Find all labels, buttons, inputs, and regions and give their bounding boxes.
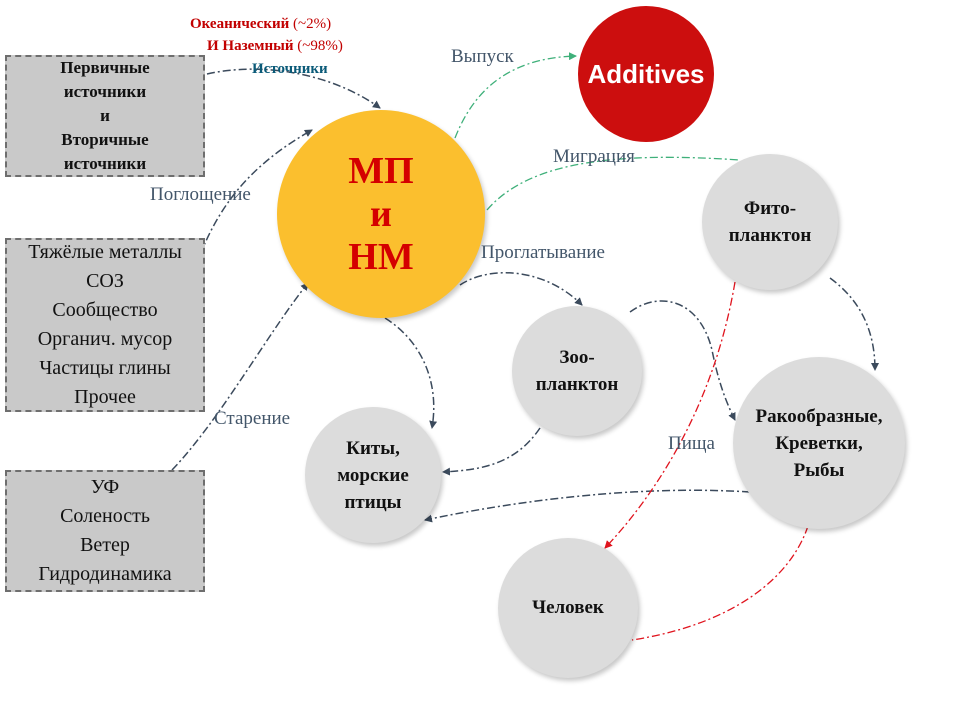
sources-line: и (100, 106, 110, 125)
edge-aging (171, 282, 309, 471)
pollutant-item: СОЗ (86, 270, 124, 292)
sources-line: Вторичные (61, 130, 149, 149)
edge-label-release: Выпуск (451, 46, 514, 67)
phytoplankton-node: Фито- планктон (702, 154, 838, 290)
edge-crust-to-whales (424, 489, 751, 523)
edge-ingestion (459, 272, 583, 306)
edge-mp-to-whales (384, 317, 438, 429)
zooplankton-node: Зоо- планктон (512, 306, 642, 436)
sources-title-line2: И Наземный (~98%) (207, 38, 343, 54)
pollutant-item: Органич. мусор (37, 328, 173, 350)
crustaceans-fish-node: Ракообразные, Креветки, Рыбы (733, 357, 905, 529)
sources-box: Первичные источники и Вторичные источник… (5, 55, 205, 177)
pollutant-item: Частицы глины (39, 357, 171, 379)
aging-factor-item: Ветер (80, 534, 130, 556)
pollutant-item: Сообщество (52, 299, 158, 321)
edge-sources-to-mp (206, 68, 381, 109)
edge-phyto-to-human (604, 281, 736, 549)
edge-absorption (199, 129, 313, 256)
edge-label-food: Пища (668, 433, 715, 454)
aging-factor-item: Гидродинамика (38, 563, 172, 585)
aging-factor-item: Соленость (60, 505, 150, 527)
aging-factors-box: УФ Соленость Ветер Гидродинамика (5, 470, 205, 592)
edge-release (454, 52, 577, 139)
pollutant-item: Тяжёлые металлы (28, 241, 182, 263)
sources-line: источники (63, 154, 147, 173)
edge-zoo-to-whales (442, 427, 541, 476)
sources-line: Первичные (60, 58, 150, 77)
sources-line: источники (63, 82, 147, 101)
human-node: Человек (498, 538, 638, 678)
additives-node: Additives (578, 6, 714, 142)
edge-label-migration: Миграция (553, 146, 635, 167)
edge-label-ingestion: Проглатывание (481, 242, 605, 263)
sources-title-line1: Океанический (~2%) (190, 16, 332, 32)
edge-phyto-to-crust (829, 277, 879, 371)
mp-nm-node: МП и НМ (277, 110, 485, 318)
aging-factor-item: УФ (90, 476, 120, 498)
edge-zoo-to-crust (629, 300, 736, 421)
edge-label-aging: Старение (214, 408, 291, 429)
whales-seabirds-node: Киты, морские птицы (305, 407, 441, 543)
pollutant-item: Прочее (74, 386, 136, 408)
sources-title-line3: Источники (252, 61, 328, 77)
edge-label-absorption: Поглощение (150, 184, 251, 205)
pollutants-box: Тяжёлые металлы СОЗ Сообщество Органич. … (5, 238, 205, 412)
edge-crust-to-human (631, 525, 809, 641)
